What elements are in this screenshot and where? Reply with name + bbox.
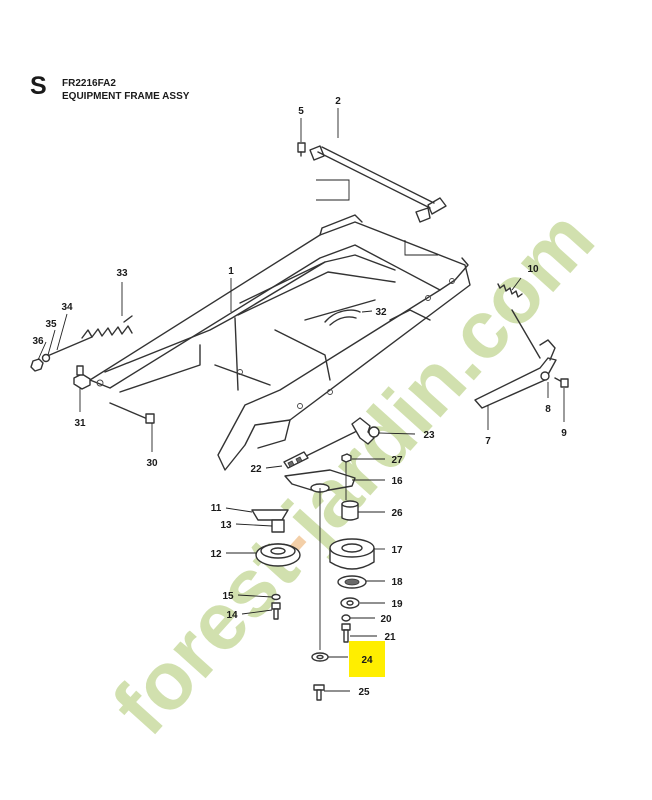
pulley-part-12 — [255, 543, 301, 567]
bracket-part-11 — [251, 509, 289, 521]
callout-35: 35 — [45, 319, 57, 330]
bearing-part-18 — [337, 575, 367, 589]
bolt-part-21 — [341, 623, 351, 643]
washer-part-35 — [41, 353, 51, 363]
callout-31: 31 — [74, 418, 86, 429]
equipment-frame — [89, 214, 471, 471]
callout-36: 36 — [32, 336, 44, 347]
callout-7: 7 — [485, 436, 491, 447]
callout-18: 18 — [391, 577, 403, 588]
bushing-part-26 — [341, 500, 359, 521]
model-number: FR2216FA2 — [62, 78, 116, 89]
spring-part-10 — [497, 283, 541, 359]
cable-part-22 — [283, 451, 309, 469]
lever-part-7 — [474, 339, 557, 409]
callout-17: 17 — [391, 545, 403, 556]
callout-10: 10 — [527, 264, 539, 275]
part-31 — [73, 365, 91, 390]
washer-part-20 — [341, 614, 351, 622]
callout-11: 11 — [211, 503, 222, 514]
callout-24: 24 — [361, 655, 373, 666]
bolt-part-30 — [109, 402, 155, 424]
callout-labels: 2 5 1 10 7 8 9 33 34 35 36 31 30 32 23 2… — [32, 96, 567, 698]
callout-30: 30 — [146, 458, 158, 469]
callout-27: 27 — [391, 455, 403, 466]
callout-25: 25 — [358, 687, 370, 698]
callout-23: 23 — [423, 430, 435, 441]
bolt-part-14 — [271, 602, 281, 620]
callout-8: 8 — [545, 404, 551, 415]
callout-20: 20 — [380, 614, 392, 625]
callout-2: 2 — [335, 96, 341, 107]
watermark-text-jardin: jardin.com — [265, 193, 611, 564]
spring-part-33 — [81, 315, 133, 339]
rod-part-34 — [44, 336, 93, 358]
washer-part-19 — [340, 597, 360, 609]
leader-lines — [37, 108, 565, 692]
callout-15: 15 — [222, 591, 234, 602]
callout-34: 34 — [61, 302, 73, 313]
callout-16: 16 — [391, 476, 403, 487]
bushing-part-13 — [271, 519, 285, 533]
section-letter: S — [30, 72, 47, 100]
cable-part-23 — [291, 417, 380, 464]
callout-22: 22 — [250, 464, 262, 475]
bolt-part-9 — [554, 377, 569, 388]
callout-5: 5 — [298, 106, 304, 117]
callout-13: 13 — [220, 520, 232, 531]
highlight-box-part-24 — [349, 641, 385, 677]
callout-21: 21 — [384, 632, 396, 643]
lift-rod — [309, 145, 447, 223]
washer-part-24 — [311, 652, 329, 662]
cable-part-32 — [324, 309, 361, 326]
callout-1: 1 — [228, 266, 234, 277]
assembly-title: EQUIPMENT FRAME ASSY — [62, 91, 190, 102]
nut-part-27 — [341, 453, 352, 463]
bolt-part-5 — [297, 142, 306, 157]
bolt-part-25 — [313, 684, 325, 701]
callout-9: 9 — [561, 428, 567, 439]
callout-12: 12 — [210, 549, 222, 560]
pulley-part-17 — [329, 538, 375, 570]
callout-26: 26 — [391, 508, 403, 519]
nut-part-8 — [540, 371, 550, 381]
nut-part-36 — [30, 358, 44, 372]
callout-14: 14 — [226, 610, 238, 621]
callout-32: 32 — [375, 307, 387, 318]
callout-33: 33 — [116, 268, 128, 279]
callout-19: 19 — [391, 599, 403, 610]
washer-part-15 — [271, 593, 281, 601]
